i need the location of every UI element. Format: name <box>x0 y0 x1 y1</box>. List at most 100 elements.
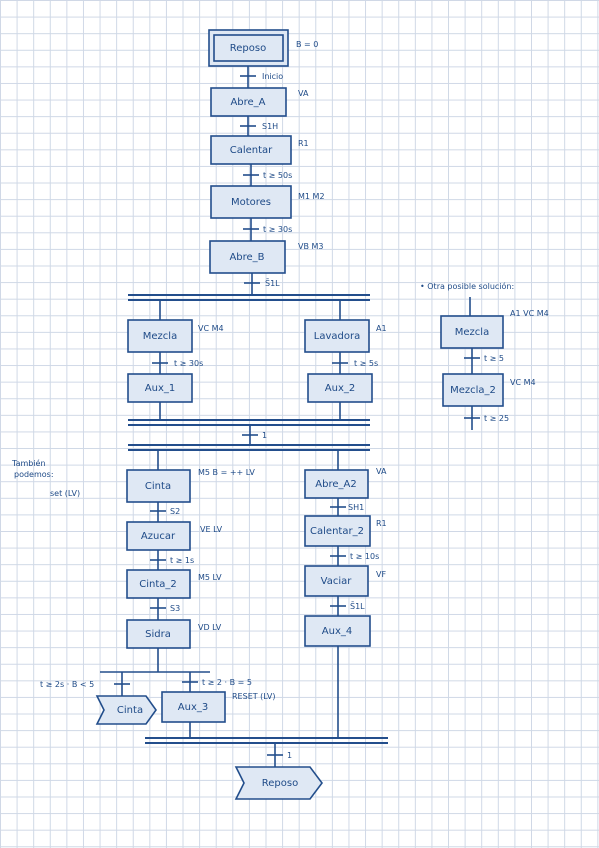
diagram-label: Aux_2 <box>325 383 355 394</box>
diagram-label: Reposo <box>230 43 266 54</box>
action-label: VC M4 <box>198 324 224 333</box>
step-calentar-2: Calentar_2 <box>304 515 371 547</box>
jump-cinta: Cinta <box>95 695 157 725</box>
diagram-rect <box>126 521 191 551</box>
diagram-label: Lavadora <box>314 331 360 342</box>
diagram-label: Mezcla_2 <box>450 385 496 396</box>
diagram-label: Motores <box>231 197 271 208</box>
counter-note: B = 0 <box>296 40 318 49</box>
transition-label: t ≥ 30s <box>263 225 292 234</box>
transition-label: t ≥ 30s <box>174 359 203 368</box>
diagram-rect <box>307 373 373 403</box>
transition-label: t ≥ 1s <box>170 556 194 565</box>
transition-label: Inicio <box>262 72 283 81</box>
diagram-rect <box>304 515 371 547</box>
side-note-line3: set (LV) <box>50 489 80 498</box>
transition-label: S1H <box>262 122 278 131</box>
action-label: M5 LV <box>198 573 222 582</box>
action-label: R1 <box>298 139 309 148</box>
side-note-line2: podemos: <box>14 470 54 479</box>
transition-label: S̄1L <box>265 278 280 288</box>
step-azucar: Azucar <box>126 521 191 551</box>
diagram-rect <box>304 565 369 597</box>
diagram-rect <box>209 240 286 274</box>
action-label: VD LV <box>198 623 222 632</box>
diagram-label: Mezcla <box>455 327 489 338</box>
transition-label: S2 <box>170 507 180 516</box>
diagram-label: Cinta_2 <box>139 579 177 590</box>
step-mezcla: Mezcla <box>127 319 193 353</box>
transition-label: S̄1L <box>350 601 365 611</box>
alt-solution-title: • Otra posible solución: <box>420 281 514 291</box>
action-label: VA <box>298 89 309 98</box>
transition-label: t ≥ 2s · B < 5 <box>40 680 94 689</box>
step-cinta-2: Cinta_2 <box>126 569 191 599</box>
diagram-label: Cinta <box>117 705 143 716</box>
action-label: RESET (LV) <box>232 692 275 701</box>
action-label: A1 <box>376 324 387 333</box>
diagram-label: Calentar <box>230 145 273 156</box>
diagram-rect <box>442 373 504 407</box>
step-calentar: Calentar <box>210 135 292 165</box>
action-label: VA <box>376 467 387 476</box>
step-abre-a2: Abre_A2 <box>304 469 369 499</box>
step-mezcla-alt: Mezcla <box>440 315 504 349</box>
diagram-label: Abre_A2 <box>315 479 356 490</box>
action-label: M1 M2 <box>298 192 325 201</box>
action-label: A1 VC M4 <box>510 309 549 318</box>
step-mezcla-2-alt: Mezcla_2 <box>442 373 504 407</box>
action-label: VC M4 <box>510 378 536 387</box>
action-label: R1 <box>376 519 387 528</box>
diagram-rect <box>126 619 191 649</box>
diagram-rect <box>127 319 193 353</box>
diagram-polygon <box>95 695 157 725</box>
step-aux-2: Aux_2 <box>307 373 373 403</box>
diagram-label: Reposo <box>262 778 298 789</box>
step-aux-4: Aux_4 <box>304 615 371 647</box>
diagram-label: Abre_A <box>230 97 265 108</box>
diagram-label: Azucar <box>141 531 176 542</box>
side-note-line1: También <box>11 458 46 468</box>
step-abre-a: Abre_A <box>210 87 287 117</box>
transition-label: 1 <box>262 431 267 440</box>
diagram-polygon <box>234 766 323 800</box>
diagram-label: Aux_3 <box>178 702 208 713</box>
action-label: VF <box>376 570 386 579</box>
step-lavadora: Lavadora <box>304 319 370 353</box>
step-motores: Motores <box>210 185 292 219</box>
action-label: M5 B = ++ LV <box>198 468 255 477</box>
diagram-label: Calentar_2 <box>310 526 364 537</box>
transition-label: t ≥ 25 <box>484 414 509 423</box>
diagram-rect <box>210 185 292 219</box>
diagram-rect <box>126 569 191 599</box>
action-label: VE LV <box>200 525 223 534</box>
step-aux-1: Aux_1 <box>127 373 193 403</box>
step-aux-3: Aux_3 <box>161 691 226 723</box>
action-label: VB M3 <box>298 242 324 251</box>
diagram-rect <box>210 87 287 117</box>
step-abre-b: Abre_B <box>209 240 286 274</box>
diagram-rect <box>304 319 370 353</box>
diagram-rect <box>213 34 284 62</box>
transition-label: t ≥ 10s <box>350 552 379 561</box>
diagram-rect <box>304 615 371 647</box>
transition-label: t ≥ 50s <box>263 171 292 180</box>
transition-label: 1 <box>287 751 292 760</box>
transition-label: S3 <box>170 604 180 613</box>
step-reposo: Reposo <box>208 29 289 67</box>
jump-reposo: Reposo <box>234 766 323 800</box>
diagram-label: Vaciar <box>321 576 353 587</box>
step-cinta: Cinta <box>126 469 191 503</box>
diagram-label: Cinta <box>145 481 171 492</box>
diagram-rect <box>161 691 226 723</box>
transition-label: t ≥ 2 · B = 5 <box>202 678 252 687</box>
diagram-label: Aux_4 <box>322 626 352 637</box>
diagram-label: Sidra <box>145 629 171 640</box>
diagram-label: Abre_B <box>229 252 264 263</box>
step-sidra: Sidra <box>126 619 191 649</box>
diagram-label: Mezcla <box>143 331 177 342</box>
transition-label: SH1 <box>348 503 364 512</box>
diagram-rect <box>304 469 369 499</box>
transition-label: t ≥ 5s <box>354 359 378 368</box>
